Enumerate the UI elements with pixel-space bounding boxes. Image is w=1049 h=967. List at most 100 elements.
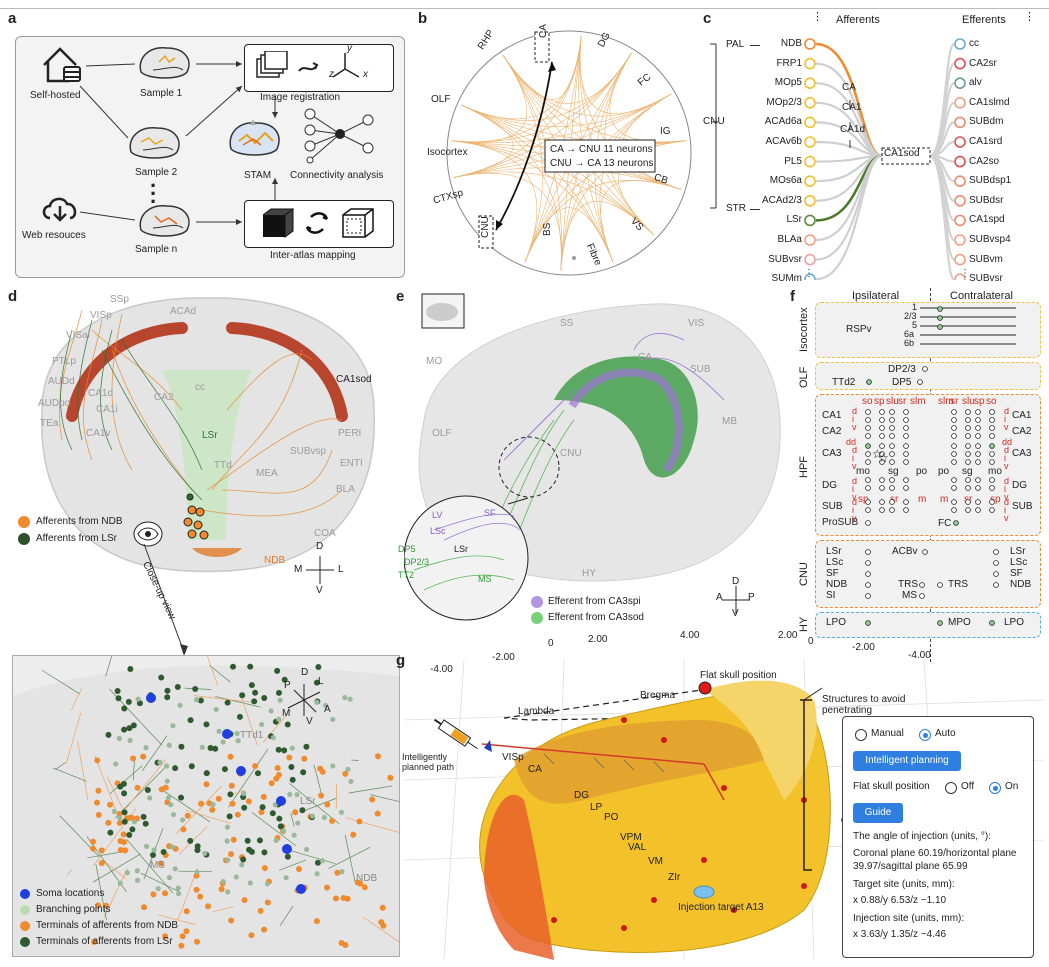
projection-dot [879, 451, 885, 457]
off-radio[interactable] [945, 782, 957, 794]
neuron-point [314, 859, 321, 866]
neuron-point [184, 812, 191, 819]
neuron-point [330, 763, 336, 769]
sample-n-label: Sample n [135, 244, 177, 255]
dg-col: mo [856, 466, 870, 477]
neuron-point [198, 800, 205, 807]
cnu-acbv: ACBv [892, 546, 918, 557]
neurite [304, 798, 337, 812]
neuron-point [218, 886, 225, 893]
zoom-label-lsc: LSc [430, 526, 446, 536]
coronal-label-ptlp: PTLp [52, 356, 76, 367]
neurite [279, 905, 294, 927]
projection-dot [993, 549, 999, 555]
inset-label-ttd1: TTd1 [240, 730, 264, 741]
group-cnu: CNU [703, 116, 725, 127]
neuron-point [321, 814, 328, 821]
hpf-row-r-ca2: CA2 [1012, 426, 1032, 437]
projection-dot [879, 417, 885, 423]
projection-dot [922, 366, 928, 372]
cnu-l-sf: SF [826, 568, 839, 579]
neuron-point [141, 904, 148, 911]
top-rule [0, 8, 1049, 9]
projection-dot [865, 593, 871, 599]
neuron-point [287, 791, 293, 797]
cnu-r-sf: SF [1010, 568, 1023, 579]
sample-1-label: Sample 1 [140, 88, 183, 99]
axis-tick: 2.00 [588, 634, 608, 645]
guide-button[interactable]: Guide [853, 803, 903, 823]
projection-dot [951, 417, 957, 423]
projection-dot [865, 507, 871, 513]
neuron-point [178, 942, 185, 949]
on-radio[interactable] [989, 782, 1001, 794]
axis-tick: 4.00 [680, 630, 700, 641]
dvi-l: v [852, 422, 857, 432]
path-label-ca: CA [528, 764, 542, 775]
neurite [290, 813, 295, 827]
axis-tick: 0 [808, 636, 814, 647]
target-title: Target site (units, mm): [853, 879, 955, 890]
neuron-point [235, 738, 241, 744]
projection-dot [975, 417, 981, 423]
cnu-r-lsr: LSr [1010, 546, 1026, 557]
axis-tick: 0 [548, 638, 554, 649]
neuron-point [294, 792, 300, 798]
projection-dot [975, 459, 981, 465]
chord-box-line2: CNU → CA 13 neurons [550, 158, 654, 169]
auto-label: Auto [935, 728, 956, 739]
olf-box [815, 362, 1041, 390]
intelligent-planning-button[interactable]: Intelligent planning [853, 751, 961, 771]
dg-col: mo [988, 466, 1002, 477]
dd-l: dd [846, 437, 857, 447]
neuron-point [275, 746, 282, 753]
hierarchy-ca1sod: CA1sod [884, 148, 920, 159]
olf-dp23: DP2/3 [888, 364, 916, 375]
projection-dot [903, 409, 909, 415]
manual-radio[interactable] [855, 729, 867, 741]
sub-col: m [918, 494, 927, 505]
projection-dot [889, 409, 895, 415]
neurite [142, 735, 168, 771]
neuron-point [227, 753, 234, 760]
legend-sod: Efferent from CA3sod [548, 612, 644, 623]
neuron-point [239, 692, 246, 699]
neuron-point [338, 809, 345, 815]
neuron-point [216, 728, 222, 734]
auto-radio[interactable] [919, 729, 931, 741]
neuron-point [245, 798, 252, 805]
axis-tick: -4.00 [430, 664, 453, 675]
coronal-label-ca1v: CA1v [86, 428, 111, 439]
neuron-point [121, 818, 128, 825]
neuron-point [114, 687, 121, 694]
hy-mpo: MPO [948, 617, 971, 628]
neuron-point [194, 847, 201, 854]
e-compass-a: A [716, 592, 723, 603]
chord-link [451, 140, 538, 263]
neuron-point [277, 697, 283, 703]
projection-dot [889, 459, 895, 465]
neuron-point [230, 663, 237, 670]
chord-link [461, 104, 562, 271]
projection-dot [865, 477, 871, 483]
neuron-point [177, 702, 183, 708]
sagittal-label-ss: SS [560, 318, 574, 329]
manual-label: Manual [871, 728, 904, 739]
efferent-subdm: SUBdm [969, 116, 1004, 128]
inset-legend-item: Terminals of afferents from LSr [36, 936, 173, 947]
target-values: x 0.88/y 6.53/z −1.10 [853, 895, 947, 906]
projection-dot [951, 433, 957, 439]
neuron-point [193, 886, 200, 893]
hpf-col-l-so: so [862, 396, 873, 407]
chord-label-olf: OLF [431, 94, 451, 105]
star-marker: ☆ [872, 447, 883, 461]
neuron-point [315, 664, 322, 671]
neuron-point [342, 770, 349, 777]
path-label-vpm: VPM [620, 832, 642, 843]
panel-b-label: b [418, 10, 428, 27]
dvi-r: v [1004, 461, 1009, 471]
neuron-point [273, 837, 279, 844]
projection-dot [865, 433, 871, 439]
sub-col: sr [890, 494, 899, 505]
inset-legend-dot [20, 921, 30, 931]
